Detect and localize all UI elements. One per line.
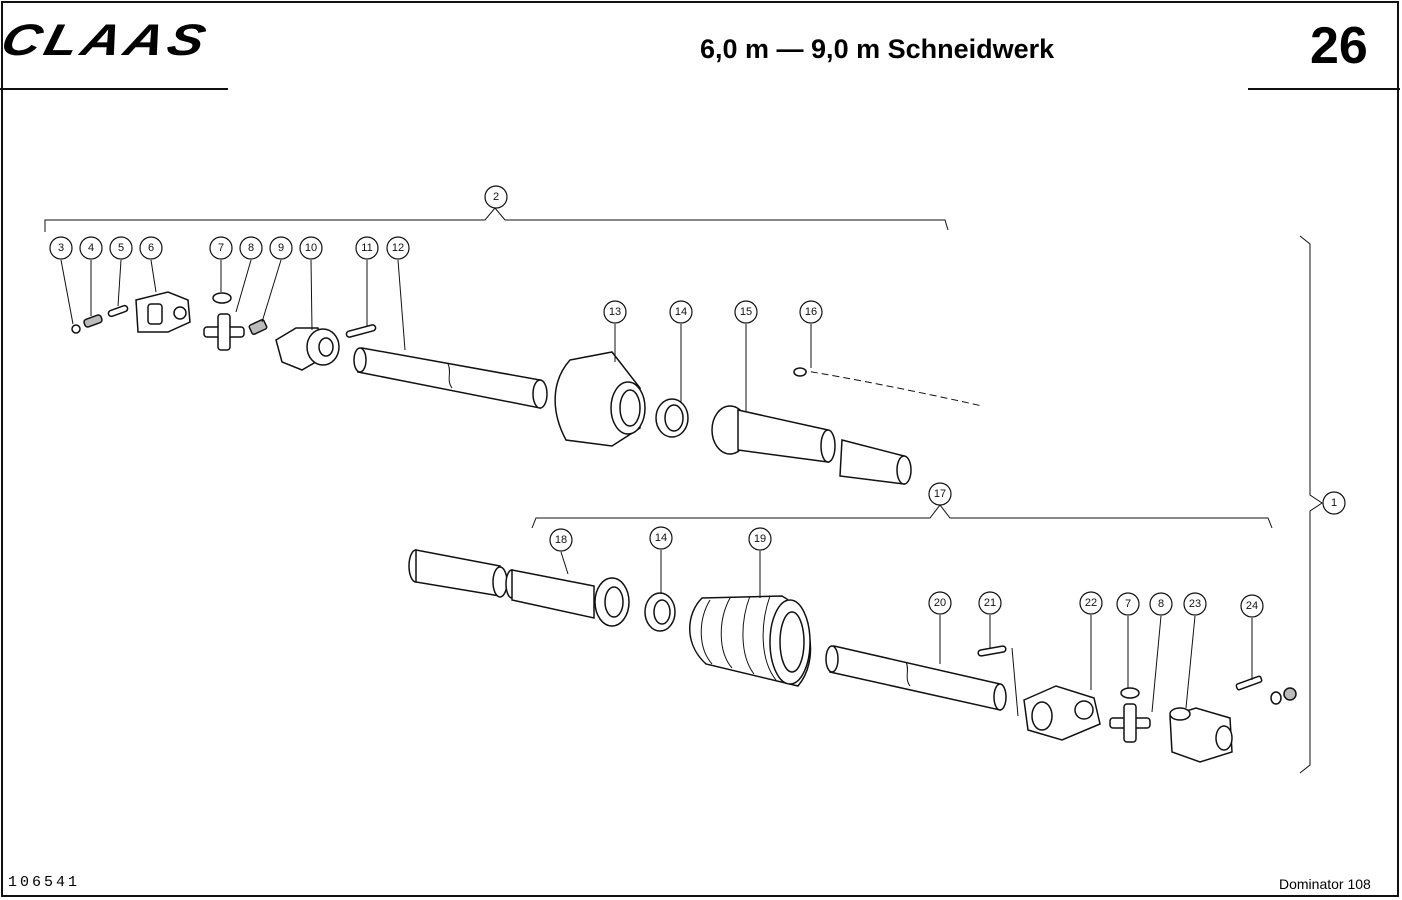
svg-text:1: 1 (1331, 497, 1337, 509)
part-7-circlip (212, 292, 232, 304)
part-21-clamp-pin-lower (977, 645, 1007, 657)
svg-text:15: 15 (740, 306, 752, 318)
part-18-tube-with-bearing (505, 569, 630, 627)
part-11-clamp-pin (345, 324, 377, 338)
part-13-protection-cone (554, 351, 646, 447)
callout-24: 24 (1240, 594, 1264, 618)
page-title: 6,0 m — 9,0 m Schneidwerk (700, 34, 1055, 64)
svg-text:16: 16 (805, 306, 817, 318)
callout-9: 9 (269, 236, 293, 260)
callout-4: 4 (79, 236, 103, 260)
callout-12: 12 (386, 236, 410, 260)
callout-8-lower: 8 (1149, 592, 1173, 616)
part-19-protection-bellows (689, 595, 812, 687)
callout-20: 20 (928, 591, 952, 615)
callout-2: 2 (484, 185, 508, 209)
svg-text:12: 12 (392, 242, 404, 254)
callout-5: 5 (109, 236, 133, 260)
page-number: 26 (1310, 17, 1368, 75)
svg-text:10: 10 (305, 242, 317, 254)
callout-23: 23 (1183, 592, 1207, 616)
callout-14-upper: 14 (669, 300, 693, 324)
callout-14-lower: 14 (649, 526, 673, 550)
svg-text:21: 21 (984, 597, 996, 609)
svg-text:22: 22 (1085, 597, 1097, 609)
callout-1: 1 (1322, 491, 1346, 515)
svg-text:20: 20 (934, 597, 946, 609)
part-24-bolt (1235, 675, 1297, 705)
svg-text:14: 14 (655, 532, 667, 544)
callout-16: 16 (799, 300, 823, 324)
part-6-yoke (135, 291, 191, 333)
svg-text:4: 4 (88, 242, 94, 254)
callout-19: 19 (748, 527, 772, 551)
part-9-grease-nipple (248, 318, 268, 336)
part-10-yoke-flange (275, 327, 340, 371)
svg-text:24: 24 (1246, 600, 1258, 612)
bracket-group-1 (1299, 235, 1323, 774)
svg-text:13: 13 (609, 306, 621, 318)
part-14-bearing-ring (655, 398, 689, 438)
callout-6: 6 (139, 236, 163, 260)
svg-text:7: 7 (1125, 598, 1131, 610)
callout-7-upper: 7 (209, 236, 233, 260)
part-outer-tube-lower (408, 549, 508, 598)
svg-text:8: 8 (1158, 598, 1164, 610)
callout-8-upper: 8 (239, 236, 263, 260)
document-number: 106541 (8, 874, 81, 891)
svg-text:14: 14 (675, 306, 687, 318)
callout-21: 21 (978, 591, 1002, 615)
callout-10: 10 (299, 236, 323, 260)
part-8-cross-lower (1109, 703, 1151, 743)
part-8-cross (203, 313, 245, 351)
part-14-bearing-ring-lower (644, 592, 676, 632)
header-rule-right (1248, 88, 1400, 90)
callout-11: 11 (355, 236, 379, 260)
part-22-yoke-lower (1023, 685, 1101, 741)
part-23-yoke-end (1169, 707, 1233, 763)
svg-text:2: 2 (493, 191, 499, 203)
model-name: Dominator 108 (1279, 876, 1371, 892)
part-15-outer-tube (711, 405, 912, 485)
svg-text:5: 5 (118, 242, 124, 254)
svg-text:8: 8 (248, 242, 254, 254)
svg-text:3: 3 (58, 242, 64, 254)
part-12-inner-tube (353, 347, 548, 409)
svg-text:19: 19 (754, 533, 766, 545)
callout-7-lower: 7 (1116, 592, 1140, 616)
svg-text:18: 18 (555, 534, 567, 546)
svg-text:11: 11 (361, 242, 372, 254)
leaders (60, 259, 1253, 717)
svg-text:9: 9 (278, 242, 284, 254)
callout-3: 3 (49, 236, 73, 260)
bracket-group-17 (531, 504, 1273, 529)
callout-13: 13 (603, 300, 627, 324)
callout-18: 18 (549, 528, 573, 552)
bracket-group-2 (44, 207, 949, 232)
callout-17: 17 (928, 482, 952, 506)
part-5-pin (107, 304, 129, 318)
svg-text:6: 6 (148, 242, 154, 254)
svg-text:17: 17 (934, 488, 946, 500)
callout-15: 15 (734, 300, 758, 324)
svg-text:23: 23 (1189, 598, 1201, 610)
part-4-spring (83, 314, 103, 328)
part-7-circlip-lower (1120, 687, 1140, 699)
header-rule-left (0, 88, 228, 90)
svg-text:7: 7 (218, 242, 224, 254)
callout-22: 22 (1079, 591, 1103, 615)
part-20-inner-tube-lower (825, 645, 1007, 711)
part-16-chain (793, 367, 983, 407)
part-3-ring (71, 324, 81, 334)
